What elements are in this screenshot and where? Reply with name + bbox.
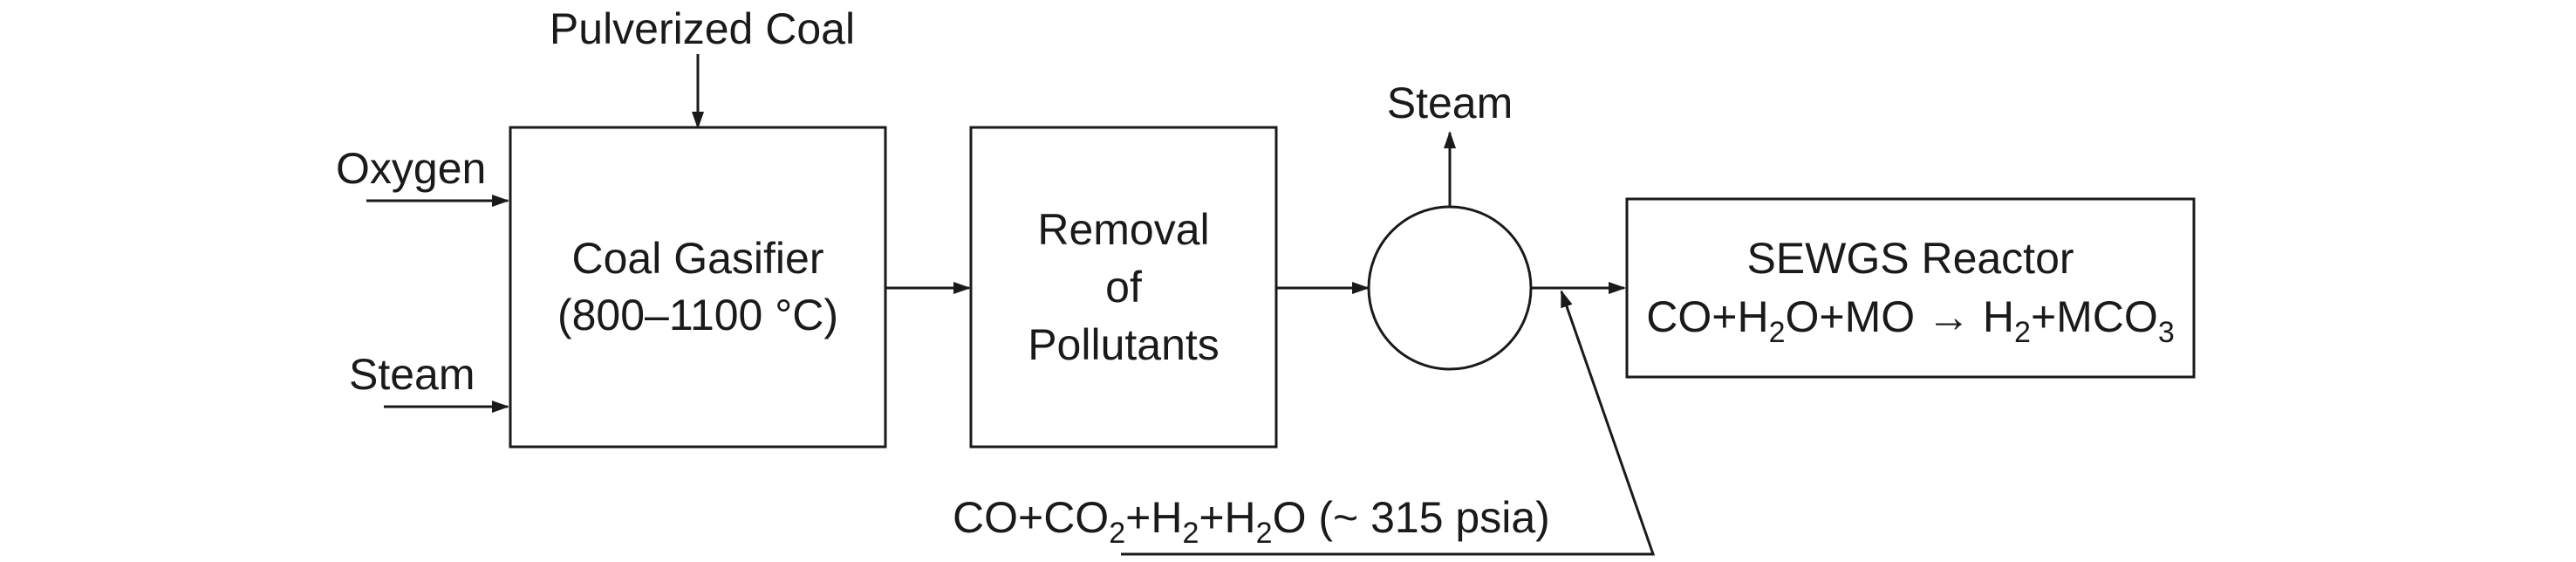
equation-subscript-3: 3: [2158, 316, 2175, 349]
sewgs-reactor-box: [1625, 197, 2196, 379]
pollutant-removal-box: [969, 126, 1278, 449]
equation-part-2: O+MO → H: [1786, 292, 2015, 341]
coal-gasifier-temperature: (800–1100 °C): [557, 291, 838, 339]
syngas-part-2: +H: [1125, 493, 1182, 542]
syngas-part-1: CO+CO: [953, 493, 1109, 542]
syngas-composition-label: CO+CO2+H2+H2O (~ 315 psia): [953, 493, 1550, 550]
sewgs-reaction-equation: CO+H2O+MO → H2+MCO3: [1646, 292, 2174, 349]
pollutant-removal-line3: Pollutants: [1028, 320, 1220, 369]
equation-subscript-1: 2: [1769, 316, 1786, 349]
sewgs-reactor-title: SEWGS Reactor: [1746, 234, 2074, 283]
equation-subscript-2: 2: [2014, 316, 2031, 349]
pulverized-coal-label: Pulverized Coal: [550, 4, 855, 53]
coal-gasifier-title: Coal Gasifier: [572, 234, 824, 283]
steam-input-label: Steam: [349, 350, 475, 399]
syngas-callout-leader: [1121, 290, 1656, 556]
steam-output-label: Steam: [1387, 79, 1513, 127]
syngas-subscript-2: 2: [1182, 517, 1199, 550]
coal-gasifier-box: [509, 126, 887, 449]
equation-part-1: CO+H: [1646, 292, 1768, 341]
pollutant-removal-line2: of: [1105, 263, 1142, 312]
heat-exchanger-circle: [1367, 205, 1533, 371]
oxygen-label: Oxygen: [336, 144, 486, 193]
pollutant-removal-line1: Removal: [1037, 205, 1209, 254]
syngas-subscript-1: 2: [1109, 517, 1125, 550]
equation-part-3: +MCO: [2031, 292, 2158, 341]
syngas-part-3: +H: [1199, 493, 1255, 542]
syngas-part-4: O (~ 315 psia): [1273, 493, 1550, 542]
syngas-subscript-3: 2: [1256, 517, 1273, 550]
